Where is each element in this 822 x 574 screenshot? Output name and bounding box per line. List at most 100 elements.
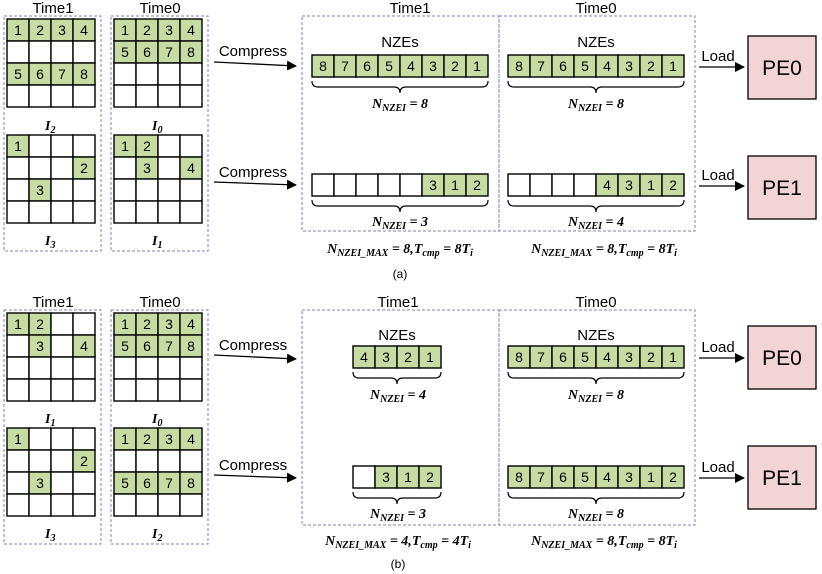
grid-cell-value: 3 xyxy=(165,22,173,38)
grid-label-i0: I0 xyxy=(151,119,162,136)
grid-cell xyxy=(135,449,159,473)
grid-cell-value: 6 xyxy=(36,66,44,82)
nze-cell-value: 3 xyxy=(625,177,633,193)
load-label: Load xyxy=(701,339,734,356)
grid-cell xyxy=(72,378,96,402)
pe0-box xyxy=(747,35,817,100)
grid-cell xyxy=(28,427,52,451)
grid-cell xyxy=(6,40,30,64)
brace xyxy=(507,491,685,505)
brace xyxy=(311,199,489,213)
nzes-label: NZEs xyxy=(577,327,615,344)
nze-cell-value: 1 xyxy=(404,469,412,485)
grid-cell xyxy=(179,134,203,158)
nze-cell-value: 4 xyxy=(603,177,611,193)
grid-cell xyxy=(135,200,159,224)
grid-cell xyxy=(157,449,181,473)
nze-cell xyxy=(377,173,401,197)
time0-label: Time0 xyxy=(575,294,616,311)
nzes-label: NZEs xyxy=(577,34,615,51)
grid-cell xyxy=(6,356,30,380)
grid-cell-value: 7 xyxy=(165,44,173,60)
brace xyxy=(507,371,685,385)
input-group-time1-box xyxy=(3,309,102,545)
nze-cell xyxy=(573,173,597,197)
grid-cell-value: 4 xyxy=(187,160,195,176)
grid-cell xyxy=(157,493,181,517)
grid-label-i1: I1 xyxy=(44,412,55,429)
pe1-box xyxy=(747,155,817,220)
grid-cell xyxy=(157,156,181,180)
grid-cell xyxy=(50,178,74,202)
grid-cell xyxy=(50,200,74,224)
nze-cell-value: 5 xyxy=(385,58,393,74)
grid-cell xyxy=(157,378,181,402)
grid-cell xyxy=(50,356,74,380)
grid-cell xyxy=(113,62,137,86)
grid-cell xyxy=(179,449,203,473)
grid-cell-value: 4 xyxy=(187,431,195,447)
grid-label-i2: I2 xyxy=(151,527,162,544)
nze-cell-value: 2 xyxy=(473,177,481,193)
time1-label: Time1 xyxy=(389,0,430,17)
grid-label-i0: I0 xyxy=(151,412,162,429)
grid-cell-value: 2 xyxy=(143,138,151,154)
grid-cell xyxy=(113,356,137,380)
grid-cell xyxy=(28,493,52,517)
nze-cell xyxy=(355,173,379,197)
grid-cell xyxy=(113,200,137,224)
nze-cell xyxy=(661,345,685,369)
nze-cell-value: 4 xyxy=(603,58,611,74)
grid-cell-value: 2 xyxy=(143,22,151,38)
grid-cell xyxy=(72,312,96,336)
grid-cell xyxy=(6,156,30,180)
grid-cell-value: 3 xyxy=(36,182,44,198)
grid-cell xyxy=(157,200,181,224)
grid-cell xyxy=(28,134,52,158)
grid-cell-value: 2 xyxy=(80,453,88,469)
grid-cell xyxy=(50,334,74,358)
nzei-count: NNZEI = 8 xyxy=(567,97,624,114)
nze-cell xyxy=(507,173,531,197)
grid-cell xyxy=(72,40,96,64)
grid-cell xyxy=(28,200,52,224)
nze-cell-value: 3 xyxy=(625,349,633,365)
grid-cell xyxy=(113,156,137,180)
compress-arrow xyxy=(213,472,297,483)
time1-output-box xyxy=(301,309,500,526)
nzei-max-summary: NNZEI_MAX = 8,Tcmp = 8Ti xyxy=(530,242,677,259)
nze-cell-value: 5 xyxy=(581,349,589,365)
nze-cell xyxy=(399,173,423,197)
grid-cell xyxy=(28,449,52,473)
grid-cell-value: 4 xyxy=(187,316,195,332)
nze-cell xyxy=(551,173,575,197)
grid-cell-value: 2 xyxy=(143,431,151,447)
grid-cell xyxy=(50,134,74,158)
grid-cell xyxy=(113,449,137,473)
nze-cell-value: 8 xyxy=(515,349,523,365)
grid-cell-value: 6 xyxy=(143,338,151,354)
nze-cell xyxy=(418,345,442,369)
nze-cell-value: 8 xyxy=(515,58,523,74)
nze-cell xyxy=(465,173,489,197)
nze-cell xyxy=(661,54,685,78)
pe1-box xyxy=(747,445,817,510)
grid-cell-value: 3 xyxy=(36,475,44,491)
nze-cell-value: 7 xyxy=(537,58,545,74)
grid-cell xyxy=(179,84,203,108)
nze-cell-value: 1 xyxy=(669,58,677,74)
grid-cell-value: 4 xyxy=(80,22,88,38)
grid-cell xyxy=(179,356,203,380)
nze-cell-value: 6 xyxy=(559,58,567,74)
grid-cell xyxy=(72,356,96,380)
grid-cell xyxy=(72,493,96,517)
grid-cell xyxy=(50,156,74,180)
nze-cell xyxy=(352,465,376,489)
grid-cell-value: 5 xyxy=(121,338,129,354)
nze-cell-value: 1 xyxy=(451,177,459,193)
nze-cell-value: 4 xyxy=(360,349,368,365)
